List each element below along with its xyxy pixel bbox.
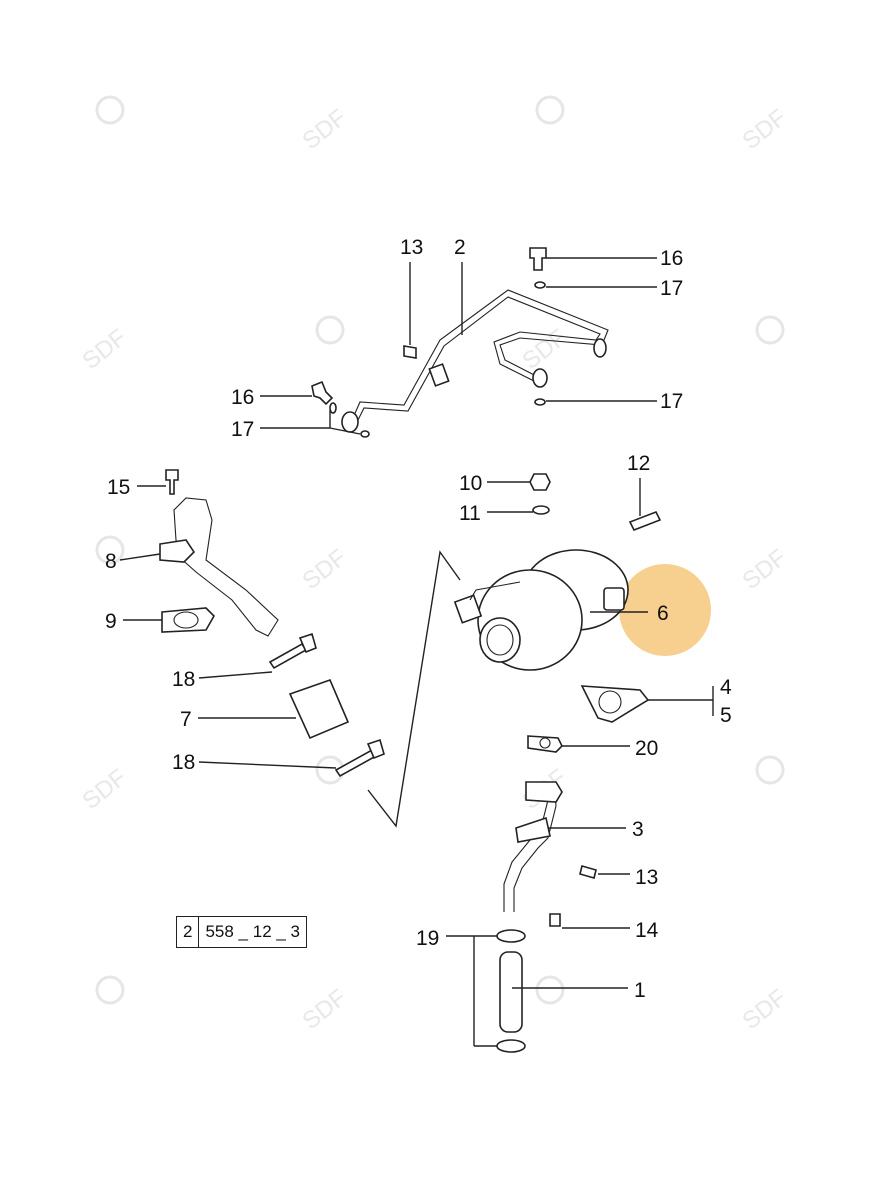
hose-clamp-upper	[496, 929, 526, 943]
callout-14: 14	[635, 919, 659, 942]
callout-17-left: 17	[231, 418, 254, 441]
callout-13-lower: 13	[635, 866, 658, 889]
wastegate-bracket	[453, 594, 483, 624]
watermark-text: SDF	[297, 544, 351, 595]
heat-shield-7	[288, 678, 350, 740]
watermark-logo	[535, 95, 565, 125]
callout-10: 10	[459, 472, 482, 495]
callout-3: 3	[632, 818, 644, 841]
oil-return-gasket	[527, 735, 563, 753]
bolt-18-upper-head	[298, 632, 317, 654]
banjo-bolt-top	[529, 247, 547, 271]
callout-1: 1	[634, 979, 646, 1002]
banjo-bolt-left	[311, 380, 334, 406]
reference-code: 558 _ 12 _ 3	[198, 917, 306, 947]
left-assembly	[119, 469, 461, 828]
stud-12	[628, 510, 662, 532]
watermark-logo	[95, 975, 125, 1005]
seal-ring-left-a	[329, 402, 337, 414]
outlet-flange	[603, 587, 625, 611]
watermark-text: SDF	[77, 764, 131, 815]
exhaust-gasket-9-hole	[173, 611, 199, 629]
exhaust-elbow	[173, 497, 279, 637]
oil-feed-pipe	[351, 289, 609, 421]
callout-12: 12	[627, 452, 650, 475]
callout-labels: 13 2 16 17 16 17 17 12 10 11 15 8 9 6 4 …	[105, 236, 732, 1002]
callout-18-upper: 18	[172, 668, 195, 691]
watermark-logo	[95, 95, 125, 125]
hose-clamp-lower	[496, 1039, 526, 1053]
fasteners-mid	[487, 473, 662, 532]
watermark-text: SDF	[297, 984, 351, 1035]
callout-15: 15	[107, 476, 130, 499]
seal-ring-top	[534, 281, 546, 289]
actuator-rod	[469, 581, 521, 601]
exhaust-gasket-hole	[598, 690, 622, 714]
screw-13-lower	[579, 865, 597, 879]
banjo-fitting-lower	[341, 411, 359, 433]
compressor-inlet	[479, 617, 521, 663]
watermark-text: SDF	[517, 324, 571, 375]
oil-return-hose	[499, 951, 523, 1033]
pipe-clamp	[428, 363, 450, 387]
exhaust-gasket-9	[161, 607, 215, 633]
screw-13-upper	[403, 345, 417, 359]
pipe-bracket	[515, 816, 551, 843]
watermark-logo	[95, 535, 125, 565]
banjo-fitting-upper	[532, 368, 548, 388]
watermark-layer: SDF SDF SDF SDF SDF SDF SDF SDF SDF SDF	[77, 95, 792, 1035]
highlight-circle	[619, 564, 711, 656]
pipe-end-loop	[593, 338, 607, 358]
reference-page: 2	[183, 922, 193, 941]
oil-return-flange	[525, 781, 563, 803]
reference-box: 2 558 _ 12 _ 3	[176, 916, 307, 948]
callout-8: 8	[105, 550, 117, 573]
nut-10	[529, 473, 551, 491]
oil-return-assembly	[446, 781, 630, 1053]
callout-18-lower: 18	[172, 751, 195, 774]
callout-5: 5	[720, 704, 732, 727]
callout-13-upper: 13	[400, 236, 423, 259]
watermark-text: SDF	[297, 104, 351, 155]
watermark-logo	[755, 315, 785, 345]
screw-14	[549, 913, 561, 927]
compressor-inlet-inner	[486, 624, 514, 656]
watermark-text: SDF	[737, 544, 791, 595]
washer-11	[532, 505, 550, 515]
exhaust-gasket	[580, 685, 650, 723]
elbow-flange	[159, 539, 196, 563]
callout-16-left: 16	[231, 386, 254, 409]
watermark-text: SDF	[737, 984, 791, 1035]
callout-20: 20	[635, 737, 658, 760]
bolt-18-upper	[268, 642, 308, 670]
callout-2: 2	[454, 236, 466, 259]
callout-11: 11	[459, 502, 481, 525]
watermark-text: SDF	[77, 324, 131, 375]
seal-ring-mid	[534, 398, 546, 406]
watermark-text: SDF	[737, 104, 791, 155]
leader-lines-upper	[260, 257, 657, 435]
seal-ring-left-b	[360, 430, 370, 438]
oil-return-gasket-hole	[539, 737, 551, 749]
watermark-logo	[535, 975, 565, 1005]
callout-6: 6	[657, 602, 669, 625]
oil-feed-pipe-outline	[355, 296, 601, 425]
screw-15	[165, 469, 179, 495]
callout-19: 19	[416, 927, 439, 950]
watermark-logo	[755, 755, 785, 785]
assembly-connector-line	[367, 550, 461, 828]
gaskets-right	[527, 685, 714, 753]
callout-9: 9	[105, 610, 117, 633]
oil-feed-pipe-assembly	[311, 247, 609, 438]
turbocharger	[453, 549, 648, 671]
callout-7: 7	[180, 708, 192, 731]
callout-17-right: 17	[660, 390, 683, 413]
callout-16-upper: 16	[660, 247, 683, 270]
watermark-logo	[315, 315, 345, 345]
callout-17-upper: 17	[660, 277, 683, 300]
bolt-18-lower-head	[366, 738, 385, 760]
callout-4: 4	[720, 676, 732, 699]
